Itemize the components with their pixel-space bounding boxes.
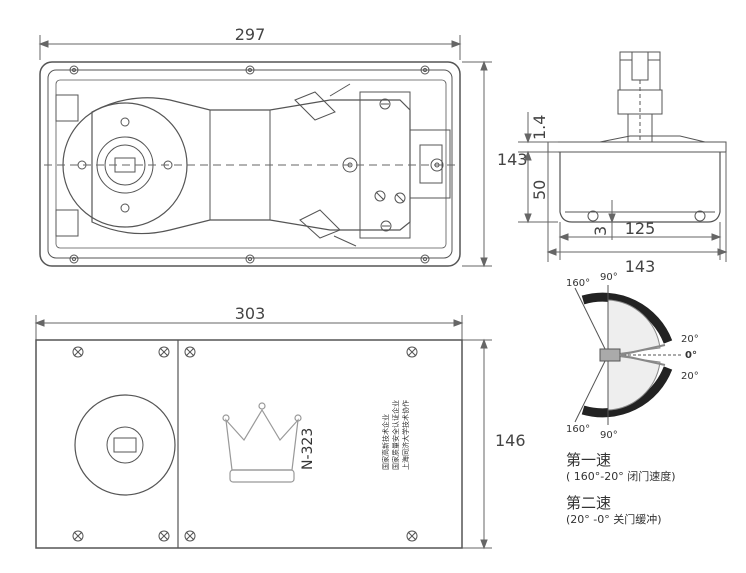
- label-90-top: 90°: [600, 272, 618, 283]
- label-160-top: 160°: [566, 278, 590, 289]
- angle-diagram: 160° 90° 20° 0° 20° 160° 90° 第一速 ( 160°-…: [566, 272, 699, 526]
- spring-body: [91, 97, 411, 235]
- cover-screws: [72, 346, 418, 542]
- dim-146-label: 146: [495, 431, 526, 450]
- side-view: 1.4 50 3 125 143: [518, 51, 728, 276]
- frame-screws: [69, 65, 430, 264]
- left-tabs: [55, 94, 79, 237]
- dim-297-label: 297: [235, 25, 266, 44]
- speed-1-desc: ( 160°-20° 闭门速度): [566, 469, 676, 483]
- dim-143: [462, 60, 492, 268]
- cover-model: N-323: [300, 428, 316, 470]
- speed-1-title: 第一速: [566, 451, 611, 469]
- label-160-bottom: 160°: [566, 424, 590, 435]
- top-view: 297 143: [38, 25, 528, 268]
- dim-side-height: [518, 112, 558, 224]
- label-20-upper: 20°: [681, 334, 699, 345]
- cover-side-text-3: 上海同济大学技术协作: [401, 400, 410, 470]
- crown-logo: [222, 402, 302, 483]
- dim-297: [38, 35, 462, 60]
- dim-1-4-label: 1.4: [530, 115, 549, 140]
- side-plate: [547, 141, 727, 153]
- label-20-lower: 20°: [681, 371, 699, 382]
- arc-first-speed-top: [581, 292, 673, 344]
- adjusters: [294, 83, 357, 247]
- outer-frame: [39, 61, 461, 267]
- label-90-bottom: 90°: [600, 430, 618, 441]
- cover-side-text-2: 国家质量安全认证企业: [391, 400, 400, 470]
- spindle: [617, 51, 663, 143]
- body-screws: [342, 98, 444, 232]
- sector-top: [607, 299, 661, 356]
- bottom-view: 303 146: [34, 304, 526, 550]
- speed-2-title: 第二速: [566, 494, 611, 512]
- speed-2-desc: (20° -0° 关门缓冲): [566, 512, 662, 526]
- cover-pivot: [74, 394, 176, 496]
- dim-143-label: 143: [497, 150, 528, 169]
- dim-143-side: [546, 152, 728, 262]
- arc-first-speed-bottom: [581, 366, 673, 418]
- label-0: 0°: [685, 350, 697, 361]
- dim-3-label: 3: [591, 226, 610, 236]
- dim-303: [34, 315, 464, 340]
- dim-3: [608, 200, 616, 240]
- sector-bottom: [607, 354, 661, 411]
- dim-125-label: 125: [625, 219, 656, 238]
- dim-146: [462, 338, 492, 550]
- cover-side-text-1: 国家高新技术企业: [381, 414, 390, 470]
- side-box: [559, 152, 721, 223]
- dim-143-side-label: 143: [625, 257, 656, 276]
- dim-303-label: 303: [235, 304, 266, 323]
- dim-50-label: 50: [530, 180, 549, 200]
